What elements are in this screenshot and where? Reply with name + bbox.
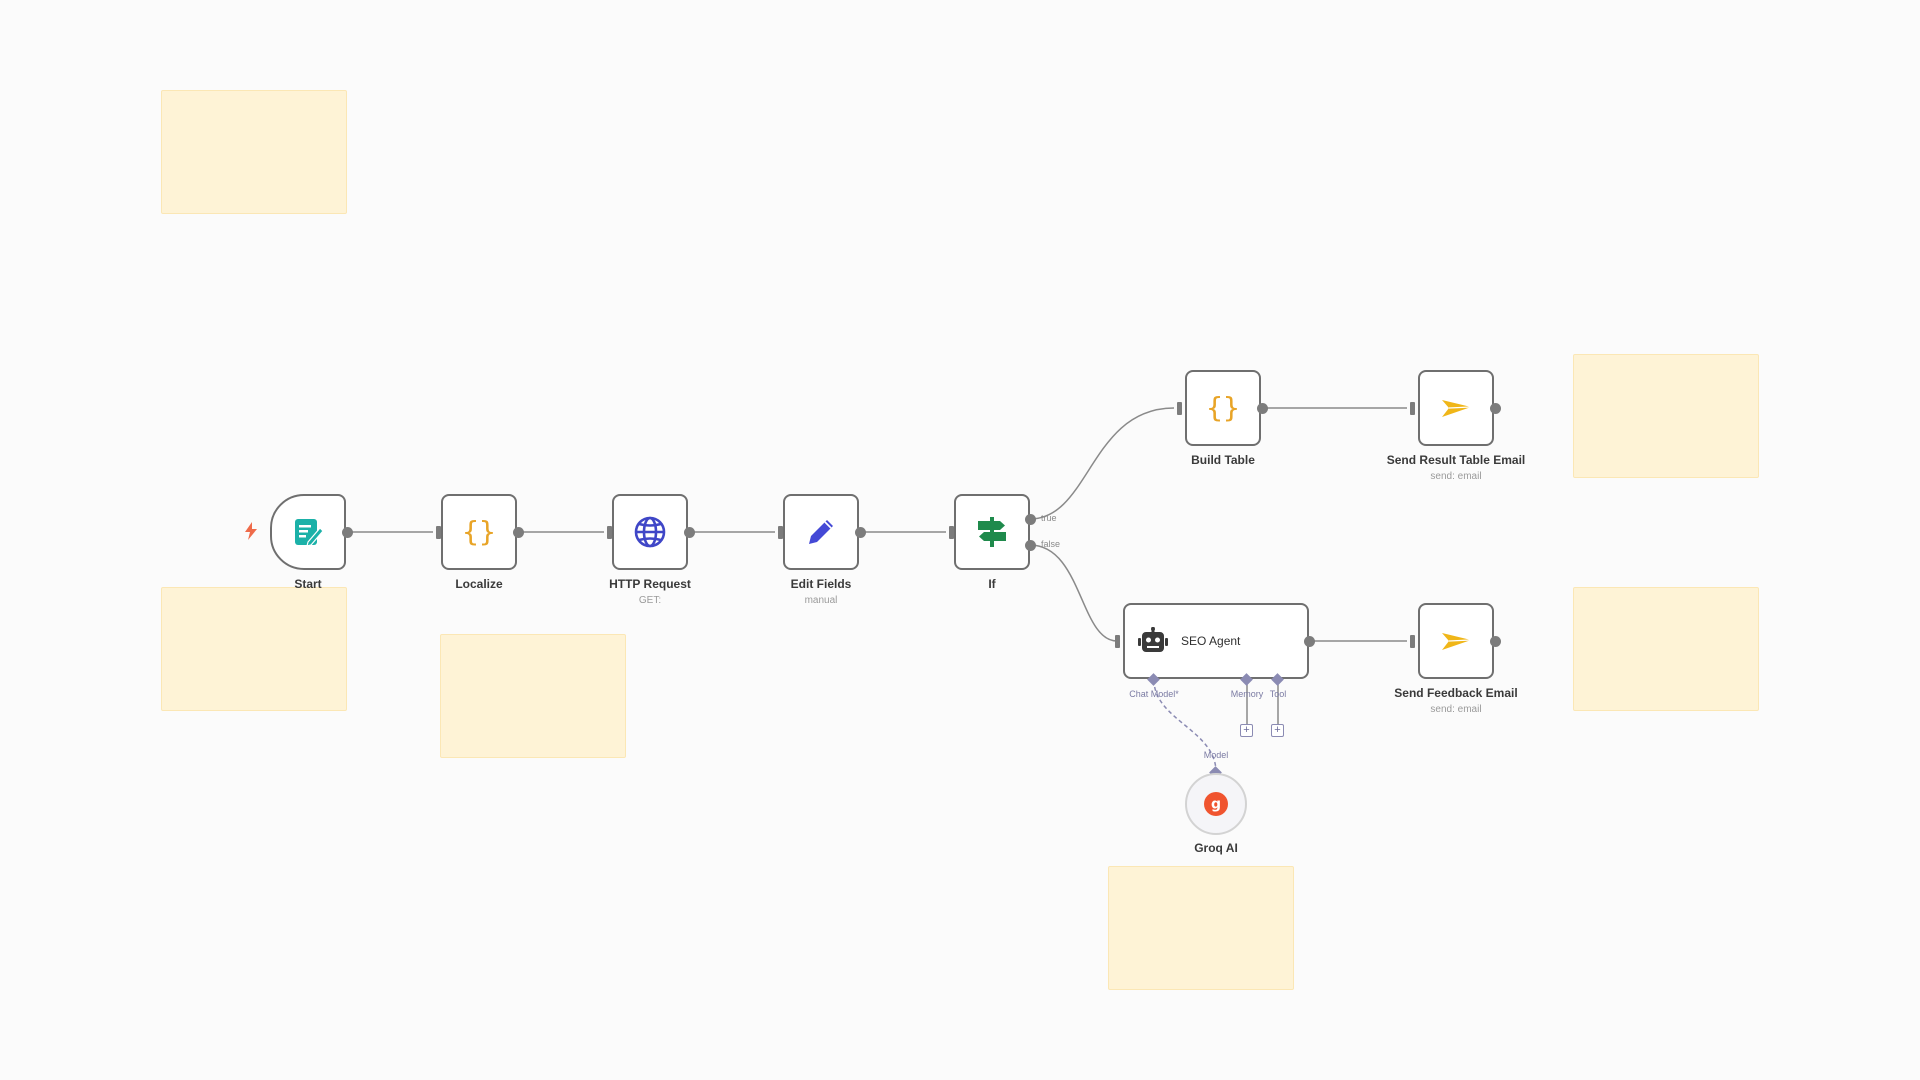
if-false-output-handle[interactable] <box>1025 540 1036 551</box>
trigger-bolt-icon <box>245 522 257 540</box>
node-start[interactable] <box>270 494 346 570</box>
node-send-feedback-email-title: Send Feedback Email <box>1394 686 1518 700</box>
seoagent-chat-model-label: Chat Model* <box>1129 689 1179 699</box>
start-output-handle[interactable] <box>342 527 353 538</box>
seoagent-input-handle[interactable] <box>1115 635 1120 648</box>
node-localize-title: Localize <box>455 577 503 591</box>
node-groq-ai[interactable]: g <box>1185 773 1247 835</box>
node-start-title: Start <box>294 577 322 591</box>
node-send-result-table-email-subtitle: send: email <box>1430 471 1482 482</box>
sticky-note[interactable] <box>161 587 347 711</box>
http-output-handle[interactable] <box>684 527 695 538</box>
if-input-handle[interactable] <box>949 526 954 539</box>
sendresult-output-handle[interactable] <box>1490 403 1501 414</box>
node-send-feedback-email-subtitle: send: email <box>1430 704 1482 715</box>
seoagent-memory-label: Memory <box>1230 689 1264 699</box>
sticky-note[interactable] <box>1573 354 1759 478</box>
form-trigger-icon <box>295 519 324 547</box>
sendfeedback-input-handle[interactable] <box>1410 635 1415 648</box>
groq-model-label: Model <box>1203 750 1229 760</box>
localize-output-handle[interactable] <box>513 527 524 538</box>
sticky-note[interactable] <box>1573 587 1759 711</box>
send-paper-plane-icon <box>1442 400 1472 417</box>
node-localize[interactable]: {} <box>441 494 517 570</box>
node-if-title: If <box>988 577 996 591</box>
editfields-input-handle[interactable] <box>778 526 783 539</box>
node-send-result-table-email-title: Send Result Table Email <box>1386 453 1526 467</box>
node-send-feedback-email[interactable] <box>1418 603 1494 679</box>
globe-icon <box>634 516 666 548</box>
if-false-label: false <box>1041 539 1061 549</box>
node-build-table[interactable]: {} <box>1185 370 1261 446</box>
sticky-note[interactable] <box>1108 866 1294 990</box>
if-true-output-handle[interactable] <box>1025 514 1036 525</box>
seoagent-output-handle[interactable] <box>1304 636 1315 647</box>
node-if[interactable] <box>954 494 1030 570</box>
add-tool-button[interactable]: + <box>1271 724 1284 737</box>
node-build-table-title: Build Table <box>1191 453 1255 467</box>
seoagent-tool-label: Tool <box>1269 689 1287 699</box>
sticky-note[interactable] <box>440 634 626 758</box>
code-braces-icon: {} <box>462 515 496 548</box>
node-edit-fields[interactable] <box>783 494 859 570</box>
pencil-icon <box>809 520 833 544</box>
if-true-label: true <box>1041 513 1057 523</box>
send-paper-plane-icon <box>1442 633 1472 650</box>
buildtable-input-handle[interactable] <box>1177 402 1182 415</box>
svg-text:{}: {} <box>462 515 496 548</box>
localize-input-handle[interactable] <box>436 526 441 539</box>
sticky-note[interactable] <box>161 90 347 214</box>
node-seo-agent-title: SEO Agent <box>1181 634 1241 648</box>
edge-if-false-seoagent <box>1029 544 1118 642</box>
sendresult-input-handle[interactable] <box>1410 402 1415 415</box>
sendfeedback-output-handle[interactable] <box>1490 636 1501 647</box>
http-input-handle[interactable] <box>607 526 612 539</box>
node-http-request-subtitle: GET: <box>638 595 662 606</box>
node-http-request-title: HTTP Request <box>609 577 691 591</box>
node-seo-agent[interactable]: SEO Agent <box>1123 603 1309 679</box>
buildtable-output-handle[interactable] <box>1257 403 1268 414</box>
node-edit-fields-title: Edit Fields <box>790 577 852 591</box>
svg-text:g: g <box>1211 797 1221 813</box>
node-http-request[interactable] <box>612 494 688 570</box>
node-send-result-table-email[interactable] <box>1418 370 1494 446</box>
add-memory-button[interactable]: + <box>1240 724 1253 737</box>
editfields-output-handle[interactable] <box>855 527 866 538</box>
groq-logo-icon: g <box>1204 792 1228 816</box>
robot-icon <box>1138 627 1168 652</box>
signpost-icon <box>978 517 1006 547</box>
node-edit-fields-subtitle: manual <box>804 595 838 606</box>
svg-text:{}: {} <box>1206 391 1240 424</box>
code-braces-icon: {} <box>1206 391 1240 424</box>
node-groq-ai-title: Groq AI <box>1194 841 1238 855</box>
